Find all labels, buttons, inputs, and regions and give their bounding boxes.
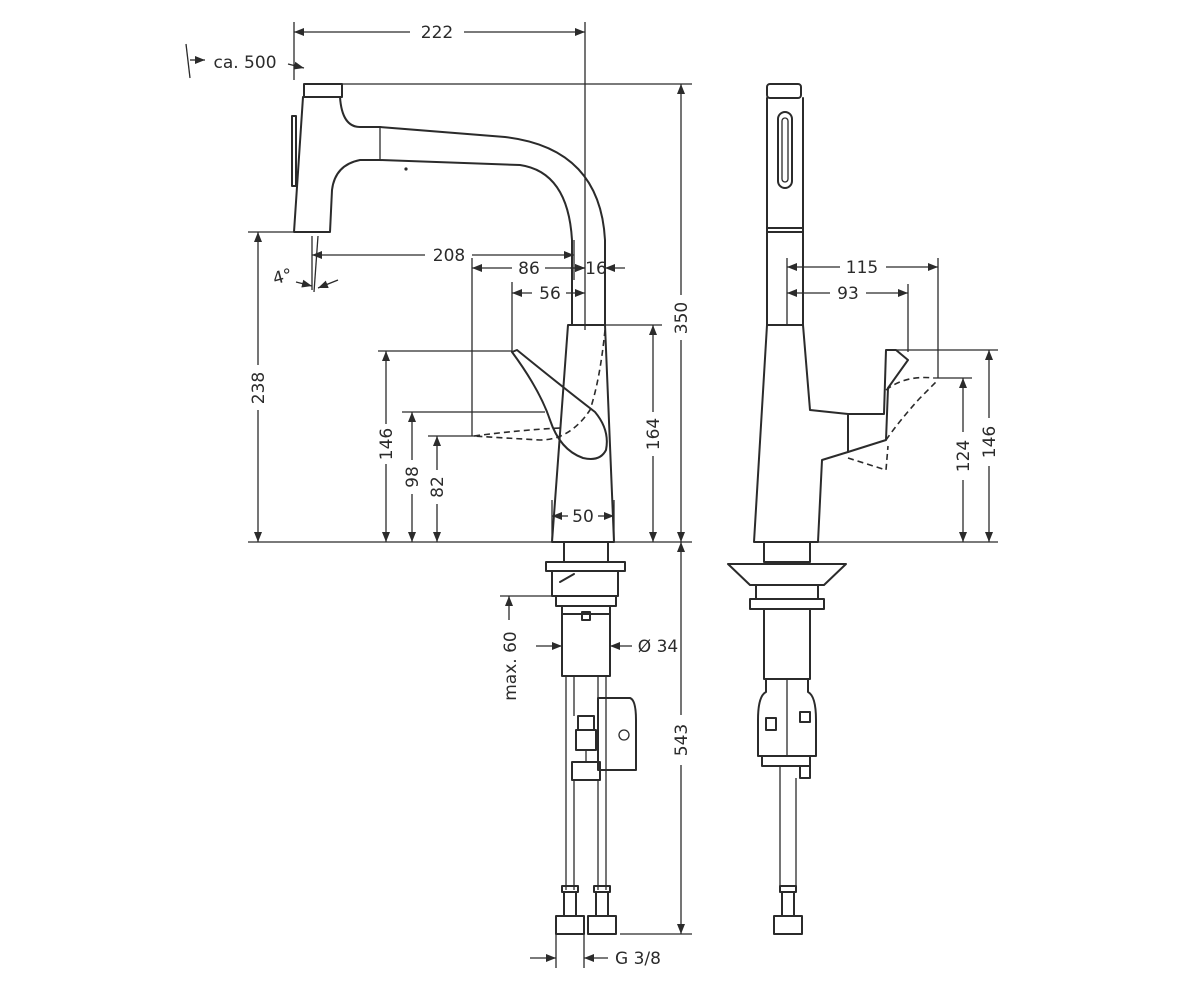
dim-543-label: 543 xyxy=(672,724,692,756)
dim-angle-label: 4° xyxy=(271,265,295,289)
dim-16-label: 16 xyxy=(585,259,607,279)
dim-164-label: 164 xyxy=(644,418,664,450)
dim-86-label: 86 xyxy=(518,259,540,279)
dim-115-label: 115 xyxy=(846,258,878,278)
dim-350-label: 350 xyxy=(672,302,692,334)
dim-max60-label: max. 60 xyxy=(501,631,521,700)
dim-ca500-label: ca. 500 xyxy=(213,53,276,73)
dim-146-side-label: 146 xyxy=(980,426,1000,458)
dim-dia34-label: Ø 34 xyxy=(638,637,678,657)
side-dimensions: 115 93 124 146 xyxy=(786,258,1000,543)
side-spray-head xyxy=(766,83,804,326)
side-view xyxy=(727,83,939,935)
dim-50-label: 50 xyxy=(572,507,594,527)
side-mounting xyxy=(727,541,847,935)
dim-208-label: 208 xyxy=(433,246,465,266)
spray-head xyxy=(291,83,381,233)
dim-82-label: 82 xyxy=(428,476,448,498)
dim-93-label: 93 xyxy=(837,284,859,304)
dim-238-label: 238 xyxy=(249,372,269,404)
dim-g38-label: G 3/8 xyxy=(615,949,661,969)
dim-124-label: 124 xyxy=(954,440,974,472)
dim-56-label: 56 xyxy=(539,284,561,304)
front-dimensions: 222 ca. 500 208 86 16 56 4° 238 xyxy=(185,22,692,969)
mounting-assembly xyxy=(545,541,637,935)
side-body xyxy=(753,324,939,543)
spout-arm xyxy=(379,126,606,326)
dim-146-front-label: 146 xyxy=(377,428,397,460)
dim-98-label: 98 xyxy=(403,466,423,488)
dim-222-label: 222 xyxy=(421,23,453,43)
hose-fittings xyxy=(555,885,617,935)
